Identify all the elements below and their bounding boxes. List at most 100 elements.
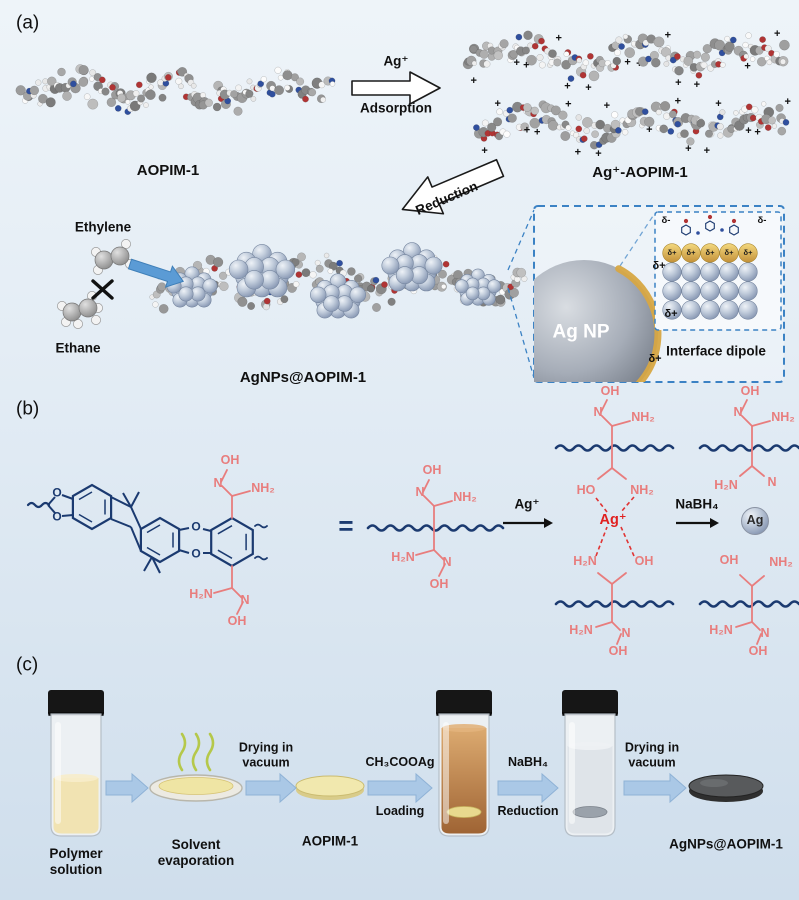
svg-text:+: +	[745, 125, 751, 137]
ethylene-molecule	[91, 239, 135, 275]
chem-label: OH	[748, 644, 768, 659]
svg-text:+: +	[675, 77, 681, 89]
chem-label: NH₂	[769, 555, 793, 570]
silver-nanoparticle	[228, 244, 296, 298]
panel-c-tag: (c)	[16, 654, 39, 676]
label-reduction-c: Reduction	[497, 804, 559, 819]
label-nabh4-c: NaBH₄	[508, 755, 548, 770]
chem-label: N	[733, 405, 743, 420]
vapor-line	[177, 732, 187, 772]
chem-label: δ+	[652, 259, 666, 272]
chem-label: H₂N	[569, 623, 593, 638]
label-ag-aopim1: Ag⁺-AOPIM-1	[592, 163, 688, 181]
silver-nanoparticle	[381, 242, 443, 292]
chem-label: δ+	[664, 307, 678, 320]
chem-label: OH	[634, 554, 654, 569]
chem-label: δ-	[661, 214, 671, 226]
svg-text:+: +	[523, 60, 529, 72]
process-arrow	[367, 772, 433, 804]
svg-text:+: +	[744, 60, 750, 72]
chem-label: δ+	[648, 352, 662, 365]
process-arrow	[497, 772, 559, 804]
label-ethane: Ethane	[55, 340, 101, 356]
label-ethylene: Ethylene	[74, 219, 132, 235]
chem-label: O	[191, 519, 201, 534]
vapor-line	[205, 732, 215, 772]
chem-label: δ+	[743, 247, 753, 257]
vial-nabh4	[562, 690, 618, 837]
chem-label: N	[415, 485, 425, 500]
svg-text:+: +	[555, 32, 561, 44]
label-drying-vacuum-2: Drying in vacuum	[624, 740, 680, 769]
svg-text:+: +	[513, 57, 519, 69]
svg-text:+: +	[694, 79, 700, 91]
svg-text:+: +	[481, 145, 487, 157]
svg-text:+: +	[715, 98, 721, 110]
process-arrow	[623, 772, 687, 804]
panel-a-tag: (a)	[16, 12, 40, 34]
caption-agnps-aopim1-disk: AgNPs@AOPIM-1	[669, 836, 783, 852]
chem-label: N	[442, 555, 452, 570]
reduction-arrow	[401, 158, 505, 215]
svg-text:+: +	[565, 99, 571, 111]
svg-text:+: +	[704, 145, 710, 157]
svg-text:+: +	[774, 28, 780, 40]
chem-label: OH	[740, 384, 760, 399]
svg-text:+: +	[784, 96, 790, 108]
chem-label: NH₂	[631, 410, 655, 425]
chem-label: NH₂	[453, 490, 477, 505]
chem-label: O	[52, 485, 62, 500]
chem-label: H₂N	[573, 554, 597, 569]
svg-text:+: +	[534, 126, 540, 138]
chem-label: OH	[422, 463, 442, 478]
chem-label: N	[621, 626, 631, 641]
label-ag-ion-center: Ag⁺	[599, 512, 627, 529]
adsorption-arrow	[351, 71, 441, 105]
chem-label: H₂N	[189, 587, 213, 602]
chem-label: H₂N	[709, 623, 733, 638]
svg-text:+: +	[675, 96, 681, 108]
chem-label: NH₂	[251, 481, 275, 496]
vial-ch3cooag	[436, 690, 492, 837]
svg-text:+: +	[624, 57, 630, 69]
label-ag-np: Ag NP	[552, 321, 610, 343]
svg-text:+: +	[524, 124, 530, 136]
label-interface-dipole: Interface dipole	[666, 343, 766, 359]
svg-text:+: +	[754, 126, 760, 138]
chem-label: NH₂	[771, 410, 795, 425]
chem-label: N	[593, 405, 603, 420]
ag-atom-sphere	[741, 507, 769, 535]
svg-text:+: +	[470, 75, 476, 87]
svg-text:+: +	[665, 30, 671, 42]
label-drying-vacuum-1: Drying in vacuum	[238, 740, 294, 769]
panel-b-tag: (b)	[16, 398, 40, 420]
vapor-line	[191, 732, 201, 772]
caption-solvent-evaporation: Solvent evaporation	[157, 837, 235, 868]
label-ag-ion-arrow: Ag⁺	[383, 53, 409, 69]
svg-text:+: +	[595, 148, 601, 160]
equals-sign: =	[338, 510, 354, 541]
chem-label: O	[191, 546, 201, 561]
vial-polymer-solution	[48, 690, 104, 837]
label-ag-atom: Ag	[746, 513, 764, 528]
chem-label: NH₂	[630, 483, 654, 498]
chem-label: OH	[719, 553, 739, 568]
svg-text:+: +	[646, 124, 652, 136]
process-arrow	[105, 772, 149, 804]
chem-label: δ-	[757, 214, 767, 226]
chem-label: δ+	[686, 247, 696, 257]
label-aopim1: AOPIM-1	[136, 161, 200, 179]
process-arrow	[245, 772, 297, 804]
chain-ag-aopim1-top: +++++++++++++	[462, 28, 790, 94]
svg-text:+: +	[494, 98, 500, 110]
chem-label: H₂N	[714, 478, 738, 493]
svg-text:+: +	[585, 82, 591, 94]
chem-label: δ+	[724, 247, 734, 257]
label-loading: Loading	[375, 804, 425, 819]
chem-label: OH	[220, 453, 240, 468]
label-ag-plus-arrow: Ag⁺	[514, 496, 540, 512]
chem-label: N	[760, 626, 770, 641]
chem-label: N	[240, 593, 250, 608]
